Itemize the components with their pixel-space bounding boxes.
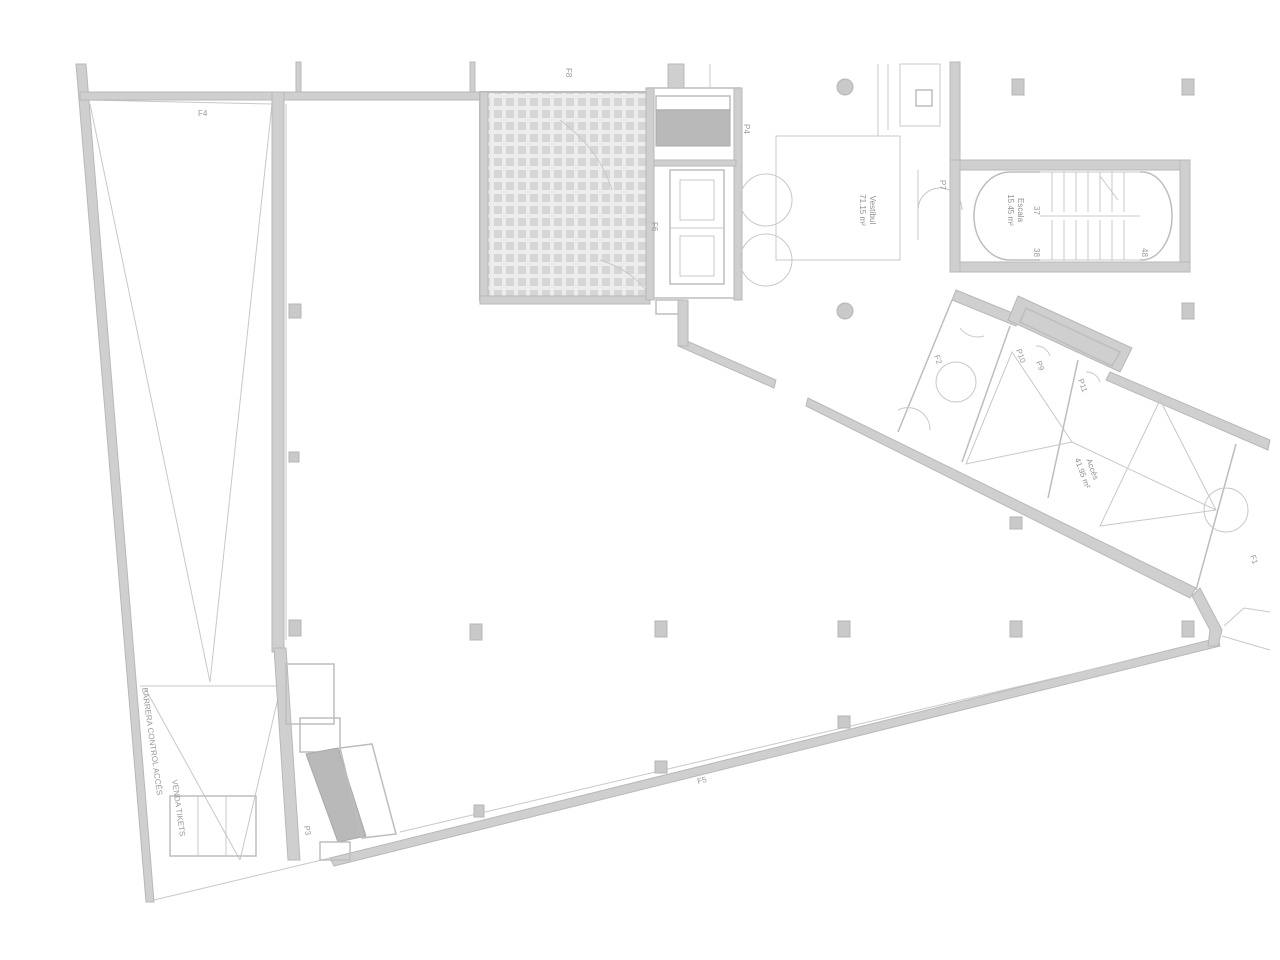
- south-west-core: [285, 663, 397, 861]
- west-inner-wall: [271, 91, 285, 653]
- label-f6: F6: [650, 222, 659, 232]
- label-f4: F4: [198, 109, 208, 118]
- label-p7: P7: [938, 180, 947, 190]
- vestibul-name: Vestíbul: [868, 196, 877, 225]
- escala-area: 15.45 m²: [1006, 194, 1015, 226]
- ticket-booth: [169, 795, 257, 857]
- escala-name: Escala: [1016, 198, 1025, 223]
- lift-core: [645, 63, 743, 347]
- stair-number-48: 48: [1140, 248, 1149, 257]
- lift-cabins: [669, 169, 725, 285]
- stair-number-38: 38: [1032, 248, 1041, 257]
- structural-columns: [288, 78, 1195, 818]
- vestibul-area: 71.15 m²: [858, 194, 867, 226]
- stair-number-37: 37: [1032, 206, 1041, 215]
- stair-core: Escala 15.45 m² 37 38 48: [949, 61, 1191, 273]
- paver-grid: [479, 91, 649, 301]
- label-f2: F2: [932, 354, 944, 366]
- service-shaft: [655, 109, 731, 147]
- west-facade-wall: [75, 63, 155, 903]
- label-f8: F8: [564, 68, 573, 78]
- label-f1: F1: [1248, 554, 1260, 566]
- access-rooms: Accés 41.95 m²: [897, 289, 1271, 591]
- label-p11: P11: [1076, 378, 1089, 394]
- label-f5: F5: [696, 775, 708, 786]
- south-facade-wall: [329, 637, 1221, 867]
- label-p9: P9: [1034, 360, 1046, 373]
- stair-treads: [1040, 171, 1140, 261]
- label-venda-tikets: VENDA TIKETS: [170, 779, 187, 837]
- opening-labels: F8 F4 F6 P4 P7 F2 P10 P9 P11 F1 F5 P3 VE…: [140, 68, 1260, 837]
- label-p3: P3: [302, 825, 313, 837]
- label-p10: P10: [1014, 348, 1028, 365]
- left-wedge-zone: [75, 63, 331, 903]
- main-hall-walls: [79, 61, 1271, 867]
- label-p4: P4: [742, 124, 751, 134]
- grid-room: [479, 91, 651, 305]
- vestibul-room: Vestíbul 71.15 m²: [739, 63, 963, 287]
